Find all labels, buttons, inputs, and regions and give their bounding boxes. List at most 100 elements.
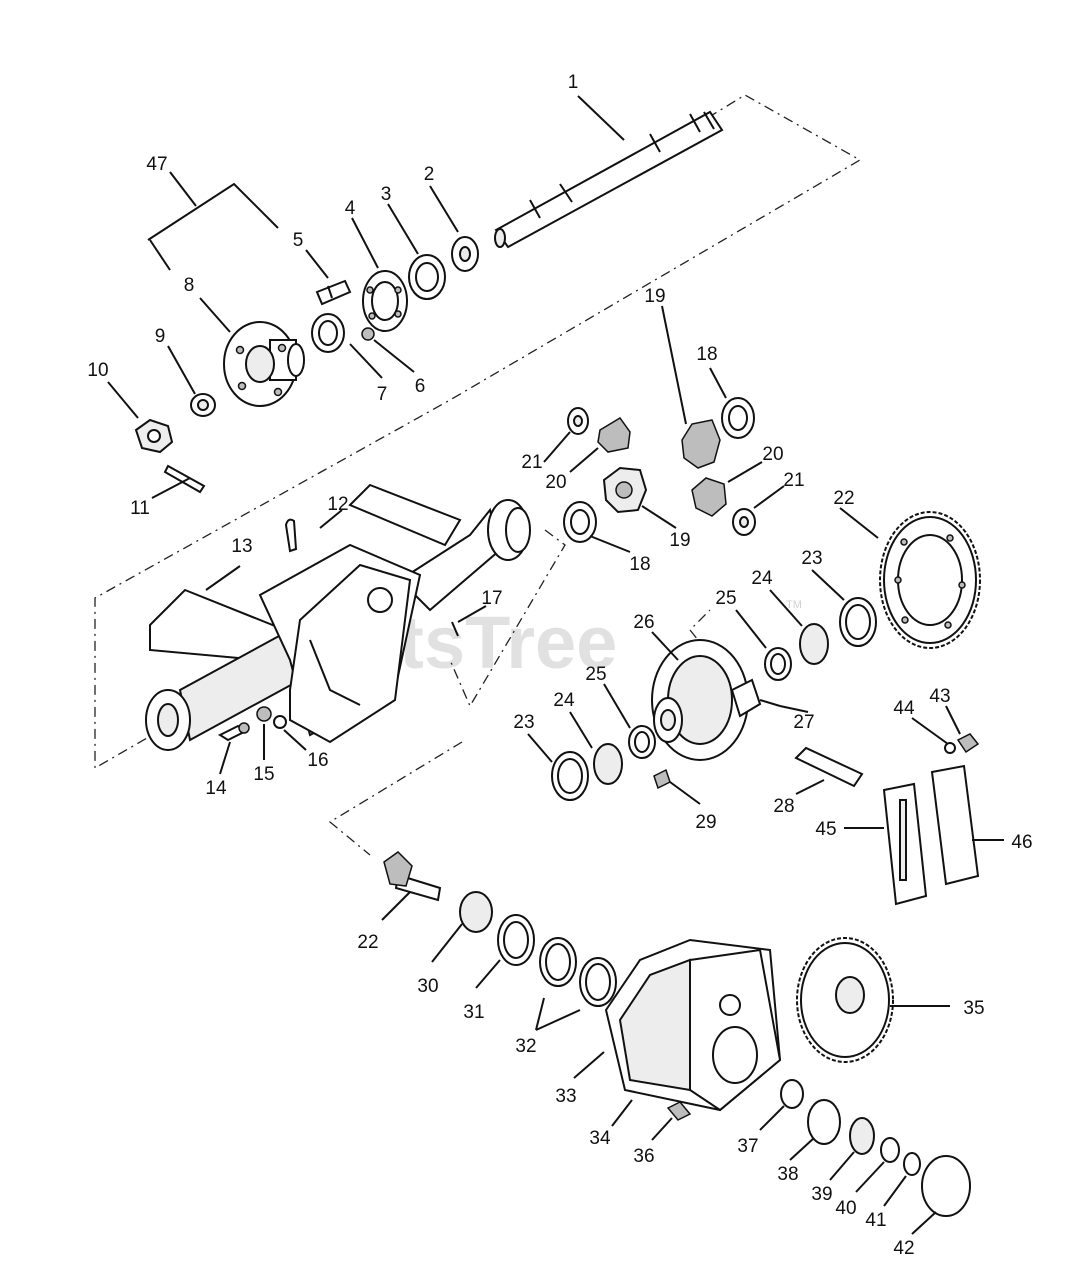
callout-21a: 21 — [521, 452, 542, 473]
callout-3: 3 — [381, 184, 392, 205]
plate-45 — [882, 782, 928, 906]
callout-19b: 19 — [669, 530, 690, 551]
callout-20a: 20 — [545, 472, 566, 493]
pinion-gear-20-bottom — [691, 477, 727, 517]
bearing-cup-31 — [497, 914, 535, 966]
washer-9 — [190, 393, 216, 417]
breather-12 — [284, 518, 298, 553]
callout-45: 45 — [815, 819, 836, 840]
bearing-cup-23-left — [551, 751, 589, 801]
pin-17 — [451, 621, 459, 637]
callout-16: 16 — [307, 750, 328, 771]
callout-25a: 25 — [715, 588, 736, 609]
shim-32-a — [539, 937, 577, 987]
axle-shaft — [494, 110, 724, 249]
bearing-cup-38 — [807, 1099, 841, 1145]
differential-case-26 — [651, 639, 762, 761]
callout-18b: 18 — [629, 554, 650, 575]
callout-28: 28 — [773, 796, 794, 817]
watermark-trademark: TM — [786, 599, 802, 611]
callout-13: 13 — [231, 536, 252, 557]
callout-39: 39 — [811, 1184, 832, 1205]
callout-23a: 23 — [801, 548, 822, 569]
bearing-retainer-4 — [362, 270, 408, 332]
callout-20b: 20 — [762, 444, 783, 465]
callout-5: 5 — [293, 230, 304, 251]
pinion-shaft-22 — [383, 851, 442, 902]
nut-15 — [256, 706, 272, 722]
callout-35: 35 — [963, 998, 984, 1019]
bearing-cup-23-right — [839, 597, 877, 647]
retaining-ring-41 — [903, 1152, 921, 1176]
callout-15: 15 — [253, 764, 274, 785]
stud-5 — [315, 279, 352, 306]
ring-gear-22 — [879, 511, 981, 649]
bolt-29 — [653, 768, 671, 790]
callout-31: 31 — [463, 1002, 484, 1023]
callout-36: 36 — [633, 1146, 654, 1167]
bearing-cone-39 — [849, 1117, 875, 1155]
callout-9: 9 — [155, 326, 166, 347]
wheel-hub-8 — [223, 321, 305, 407]
callout-22a: 22 — [833, 488, 854, 509]
leader-lines — [107, 95, 1004, 1235]
callout-27: 27 — [793, 712, 814, 733]
callout-12: 12 — [327, 494, 348, 515]
bolt-14 — [217, 722, 250, 742]
pinion-gear-20-top — [597, 417, 631, 453]
nut-6 — [361, 327, 375, 341]
washer-18-bottom — [563, 501, 597, 543]
callout-30: 30 — [417, 976, 438, 997]
assembly-lines — [94, 94, 862, 856]
cross-shaft-28 — [794, 746, 864, 788]
callout-17: 17 — [481, 588, 502, 609]
callout-25b: 25 — [585, 664, 606, 685]
cap-42 — [921, 1155, 971, 1217]
callout-44: 44 — [893, 698, 915, 719]
washer-2 — [451, 236, 479, 272]
side-gear-19-bottom — [602, 466, 648, 514]
callout-46: 46 — [1011, 832, 1032, 853]
callout-18a: 18 — [696, 344, 717, 365]
callout-40: 40 — [835, 1198, 856, 1219]
washer-44 — [944, 742, 956, 754]
bolt-43 — [956, 733, 980, 754]
callout-33: 33 — [555, 1086, 576, 1107]
callout-1: 1 — [568, 72, 579, 93]
washer-40 — [880, 1137, 900, 1163]
callout-37: 37 — [737, 1136, 758, 1157]
callout-4: 4 — [345, 198, 356, 219]
callout-23b: 23 — [513, 712, 534, 733]
bearing-cone-30 — [459, 891, 493, 933]
gasket-46 — [930, 764, 980, 886]
bearing-3 — [408, 254, 446, 300]
callout-29: 29 — [695, 812, 716, 833]
washer-16 — [273, 715, 287, 729]
shim-32-b — [579, 957, 617, 1007]
pin-27 — [759, 699, 781, 707]
callout-11: 11 — [130, 498, 150, 519]
castle-nut-10 — [134, 418, 174, 454]
washer-25-right — [764, 647, 792, 681]
callout-6: 6 — [415, 376, 426, 397]
callout-19a: 19 — [644, 286, 665, 307]
gear-case-33 — [604, 938, 782, 1112]
callout-22b: 22 — [357, 932, 378, 953]
callout-47: 47 — [146, 154, 167, 175]
callout-2: 2 — [424, 164, 435, 185]
bushing-37 — [780, 1079, 804, 1109]
bearing-cone-24-left — [593, 743, 623, 785]
callout-26: 26 — [633, 612, 654, 633]
axle-housing-13 — [145, 483, 531, 751]
callout-10: 10 — [87, 360, 108, 381]
callout-34: 34 — [589, 1128, 611, 1149]
bolt-36 — [666, 1101, 692, 1121]
callout-14: 14 — [205, 778, 227, 799]
callout-43: 43 — [929, 686, 950, 707]
callout-labels: 1 2 3 4 5 6 7 8 9 10 11 12 13 14 15 16 1… — [87, 72, 1032, 1259]
bearing-cone-24-right — [799, 623, 829, 665]
washer-21-top — [567, 407, 589, 435]
callout-24a: 24 — [751, 568, 773, 589]
callout-8: 8 — [184, 275, 195, 296]
